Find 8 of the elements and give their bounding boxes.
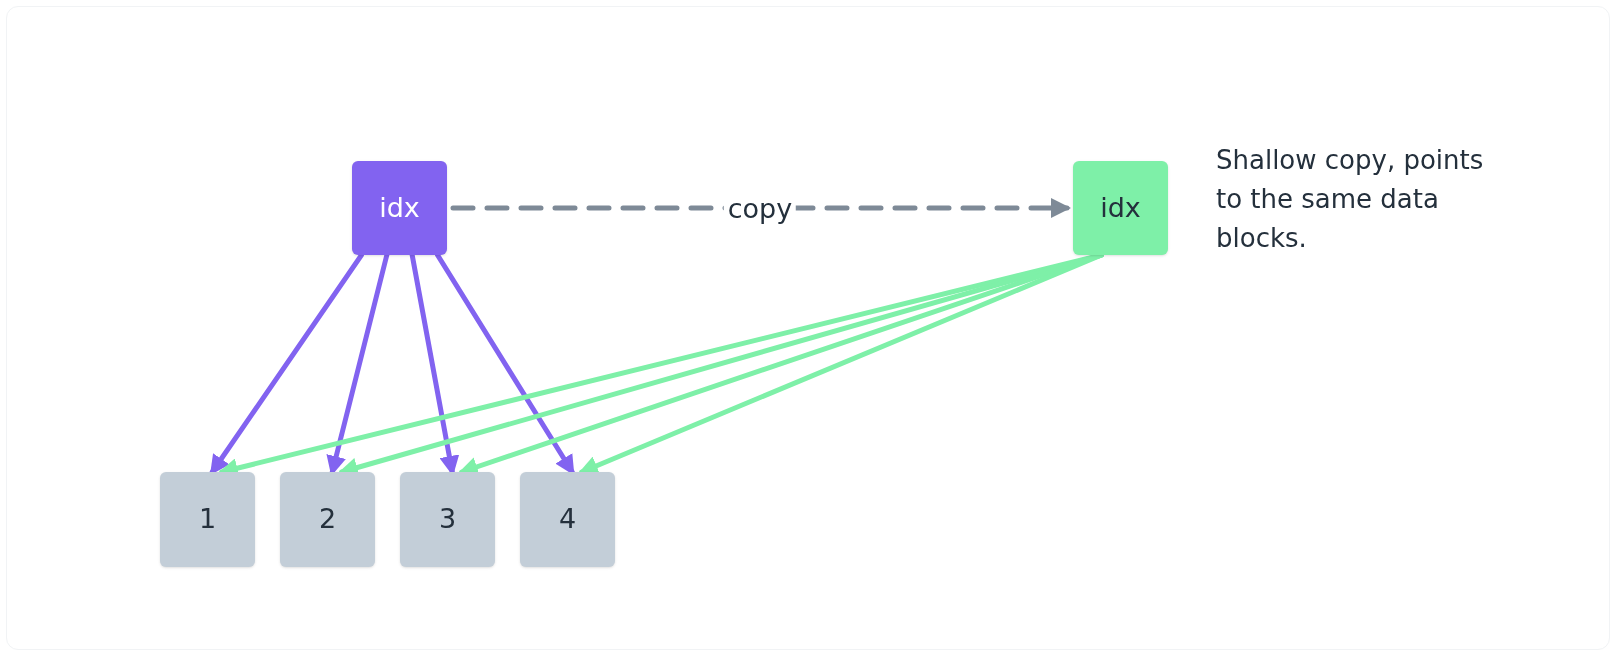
index-box: idx (352, 161, 447, 255)
arrow (450, 198, 1071, 218)
data-block: 1 (160, 472, 255, 567)
data-block: 2 (280, 472, 375, 567)
data-block: 3 (400, 472, 495, 567)
data-block: 4 (520, 472, 615, 567)
note-text: Shallow copy, points to the same data blocks. (1216, 144, 1485, 255)
index-box: idx (1073, 161, 1168, 255)
